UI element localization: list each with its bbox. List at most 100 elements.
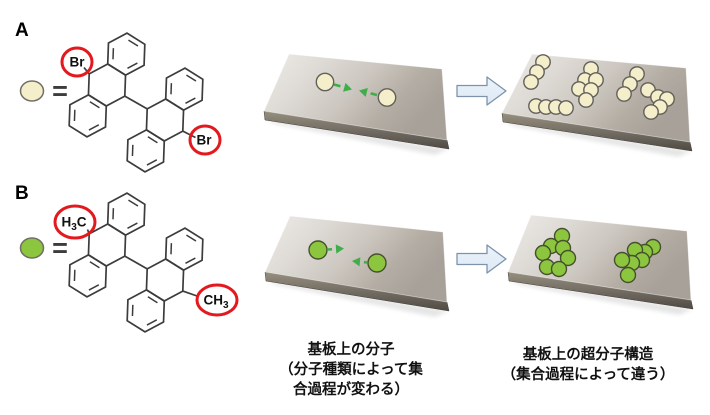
double-bond	[131, 144, 134, 157]
caption-molecules-on-substrate: 基板上の分子 （分子種類によって集 合過程が変わる）	[256, 340, 446, 400]
caption-supramolecular-structures: 基板上の超分子構造 （集合過程によって違う）	[472, 345, 704, 385]
plate-shadow	[263, 279, 449, 317]
molecule-dot	[367, 253, 387, 273]
double-bond	[147, 136, 158, 144]
panel-a-label: A	[15, 20, 29, 41]
double-bond	[170, 83, 173, 95]
molecule-dot	[550, 260, 568, 278]
caption-line: 基板上の分子	[307, 342, 395, 358]
molecule-dots-a-before	[315, 72, 397, 107]
double-bond	[88, 124, 100, 131]
red-highlight-circle	[188, 124, 222, 156]
caption-line: 合過程が変わる）	[293, 382, 409, 398]
molecule-dot	[559, 249, 577, 267]
plate-surface	[264, 215, 448, 303]
molecule-dots-b-before	[308, 240, 387, 273]
substrate-plate-a-before	[262, 53, 450, 155]
molecule-dot	[377, 88, 397, 107]
double-bond	[146, 319, 158, 326]
double-bond	[185, 257, 196, 265]
molecule-dot	[523, 74, 539, 90]
panel-b-label: B	[15, 183, 29, 204]
molecule-dots-a-after	[523, 54, 675, 120]
motion-arrow-tail	[370, 92, 378, 97]
molecule-dot	[534, 244, 552, 262]
legend-molecule-dot	[19, 80, 45, 102]
substituent-bond	[182, 130, 196, 139]
benzene-ring	[106, 32, 146, 77]
connecting-bond	[124, 255, 148, 270]
equals-sign: =	[52, 76, 68, 106]
motion-arrow-head-icon	[343, 82, 352, 92]
substituent-label: H3C	[61, 215, 86, 234]
substituent-label: CH3	[203, 293, 229, 312]
benzene-ring	[68, 93, 108, 138]
plate-shadow	[262, 118, 449, 155]
red-highlight-circle	[60, 46, 94, 78]
benzene-ring	[164, 67, 204, 112]
molecule-dot	[558, 100, 574, 116]
equals-sign: =	[52, 233, 68, 263]
anthracene-unit	[68, 32, 146, 138]
red-highlight-circle	[53, 204, 97, 240]
benzene-ring	[145, 98, 185, 142]
double-bond	[146, 159, 158, 166]
double-bond	[147, 296, 158, 304]
plate-shadow	[506, 279, 693, 315]
double-bond	[127, 222, 138, 230]
motion-arrow-tail	[333, 83, 341, 88]
anthracene-unit	[126, 227, 204, 333]
double-bond	[185, 97, 196, 105]
molecule-structure-b: H3C CH3 =	[19, 192, 239, 333]
molecule-dot	[619, 266, 637, 284]
molecule-dot	[643, 104, 659, 120]
double-bond	[88, 284, 100, 291]
substrate-plate-b-before	[263, 215, 450, 317]
molecule-dot	[315, 72, 335, 92]
benzene-ring	[164, 227, 204, 272]
benzene-ring	[126, 288, 166, 333]
caption-line: 基板上の超分子構造	[522, 347, 654, 363]
benzene-ring	[145, 258, 185, 302]
right-block-arrow-icon	[456, 76, 507, 106]
double-bond	[131, 304, 134, 317]
molecule-dots-b-after	[534, 227, 662, 284]
double-bond	[128, 39, 139, 47]
caption-line: （分子種類によって集	[279, 362, 423, 378]
legend-molecule-dot	[19, 237, 45, 259]
benzene-ring	[68, 253, 108, 298]
right-block-arrow-icon	[456, 244, 507, 274]
caption-line: （集合過程によって違う）	[501, 367, 675, 383]
substrate-plate-b-after	[506, 214, 694, 315]
double-bond	[112, 208, 115, 220]
red-highlight-circle	[195, 283, 239, 317]
double-bond	[89, 101, 100, 109]
molecule-dot	[308, 240, 328, 260]
benzene-ring	[126, 128, 166, 173]
motion-arrow-head-icon	[359, 87, 368, 97]
plate-surface	[263, 53, 448, 141]
double-bond	[127, 62, 138, 70]
substituent-label: Br	[69, 55, 85, 70]
double-bond	[73, 109, 76, 122]
substituent-bond	[182, 290, 199, 298]
molecule-dot	[613, 251, 631, 269]
plate-shadow	[500, 120, 692, 157]
motion-arrow-head-icon	[335, 244, 344, 254]
molecule-dot	[616, 86, 632, 102]
plate-surface	[507, 214, 692, 301]
double-bond	[89, 261, 100, 269]
anthracene-unit	[126, 67, 204, 173]
double-bond	[170, 243, 173, 255]
benzene-ring	[87, 223, 127, 267]
double-bond	[186, 234, 197, 242]
double-bond	[112, 48, 115, 60]
double-bond	[73, 269, 76, 282]
motion-arrow-head-icon	[352, 257, 361, 267]
connecting-bond	[124, 95, 148, 110]
double-bond	[128, 199, 139, 207]
molecule-dot	[578, 92, 594, 108]
